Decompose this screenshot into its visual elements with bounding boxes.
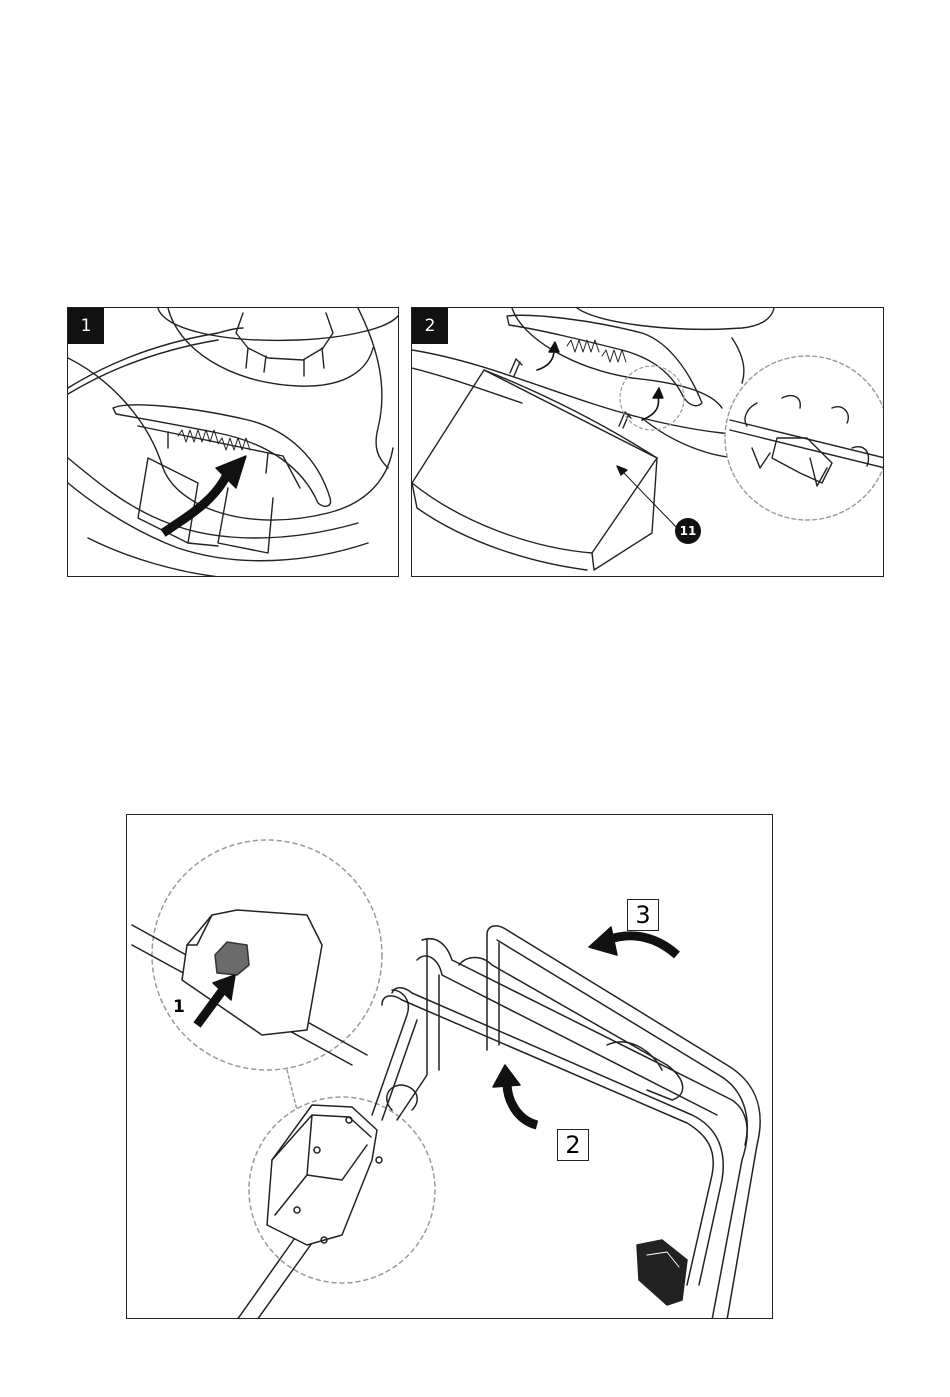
curved-arrow-icon xyxy=(163,468,230,533)
callout-marker: 11 xyxy=(675,518,701,544)
mower-rear-hinge-illustration xyxy=(68,308,399,577)
step-label-rotate: 3 xyxy=(627,899,659,931)
step-label-lift: 2 xyxy=(557,1129,589,1161)
dashed-detail-circle xyxy=(725,356,884,520)
grass-bag-attach-illustration xyxy=(412,308,884,577)
figure-handle-fold: 1 2 3 xyxy=(126,814,773,1319)
step-number-badge: 2 xyxy=(412,308,448,344)
step-number-badge: 1 xyxy=(68,308,104,344)
figure-step-1: 1 xyxy=(67,307,399,577)
handle-fold-illustration xyxy=(127,815,773,1319)
dashed-detail-circle xyxy=(132,840,382,1070)
step-label-button: 1 xyxy=(173,997,185,1017)
figure-step-2: 2 11 xyxy=(411,307,884,577)
